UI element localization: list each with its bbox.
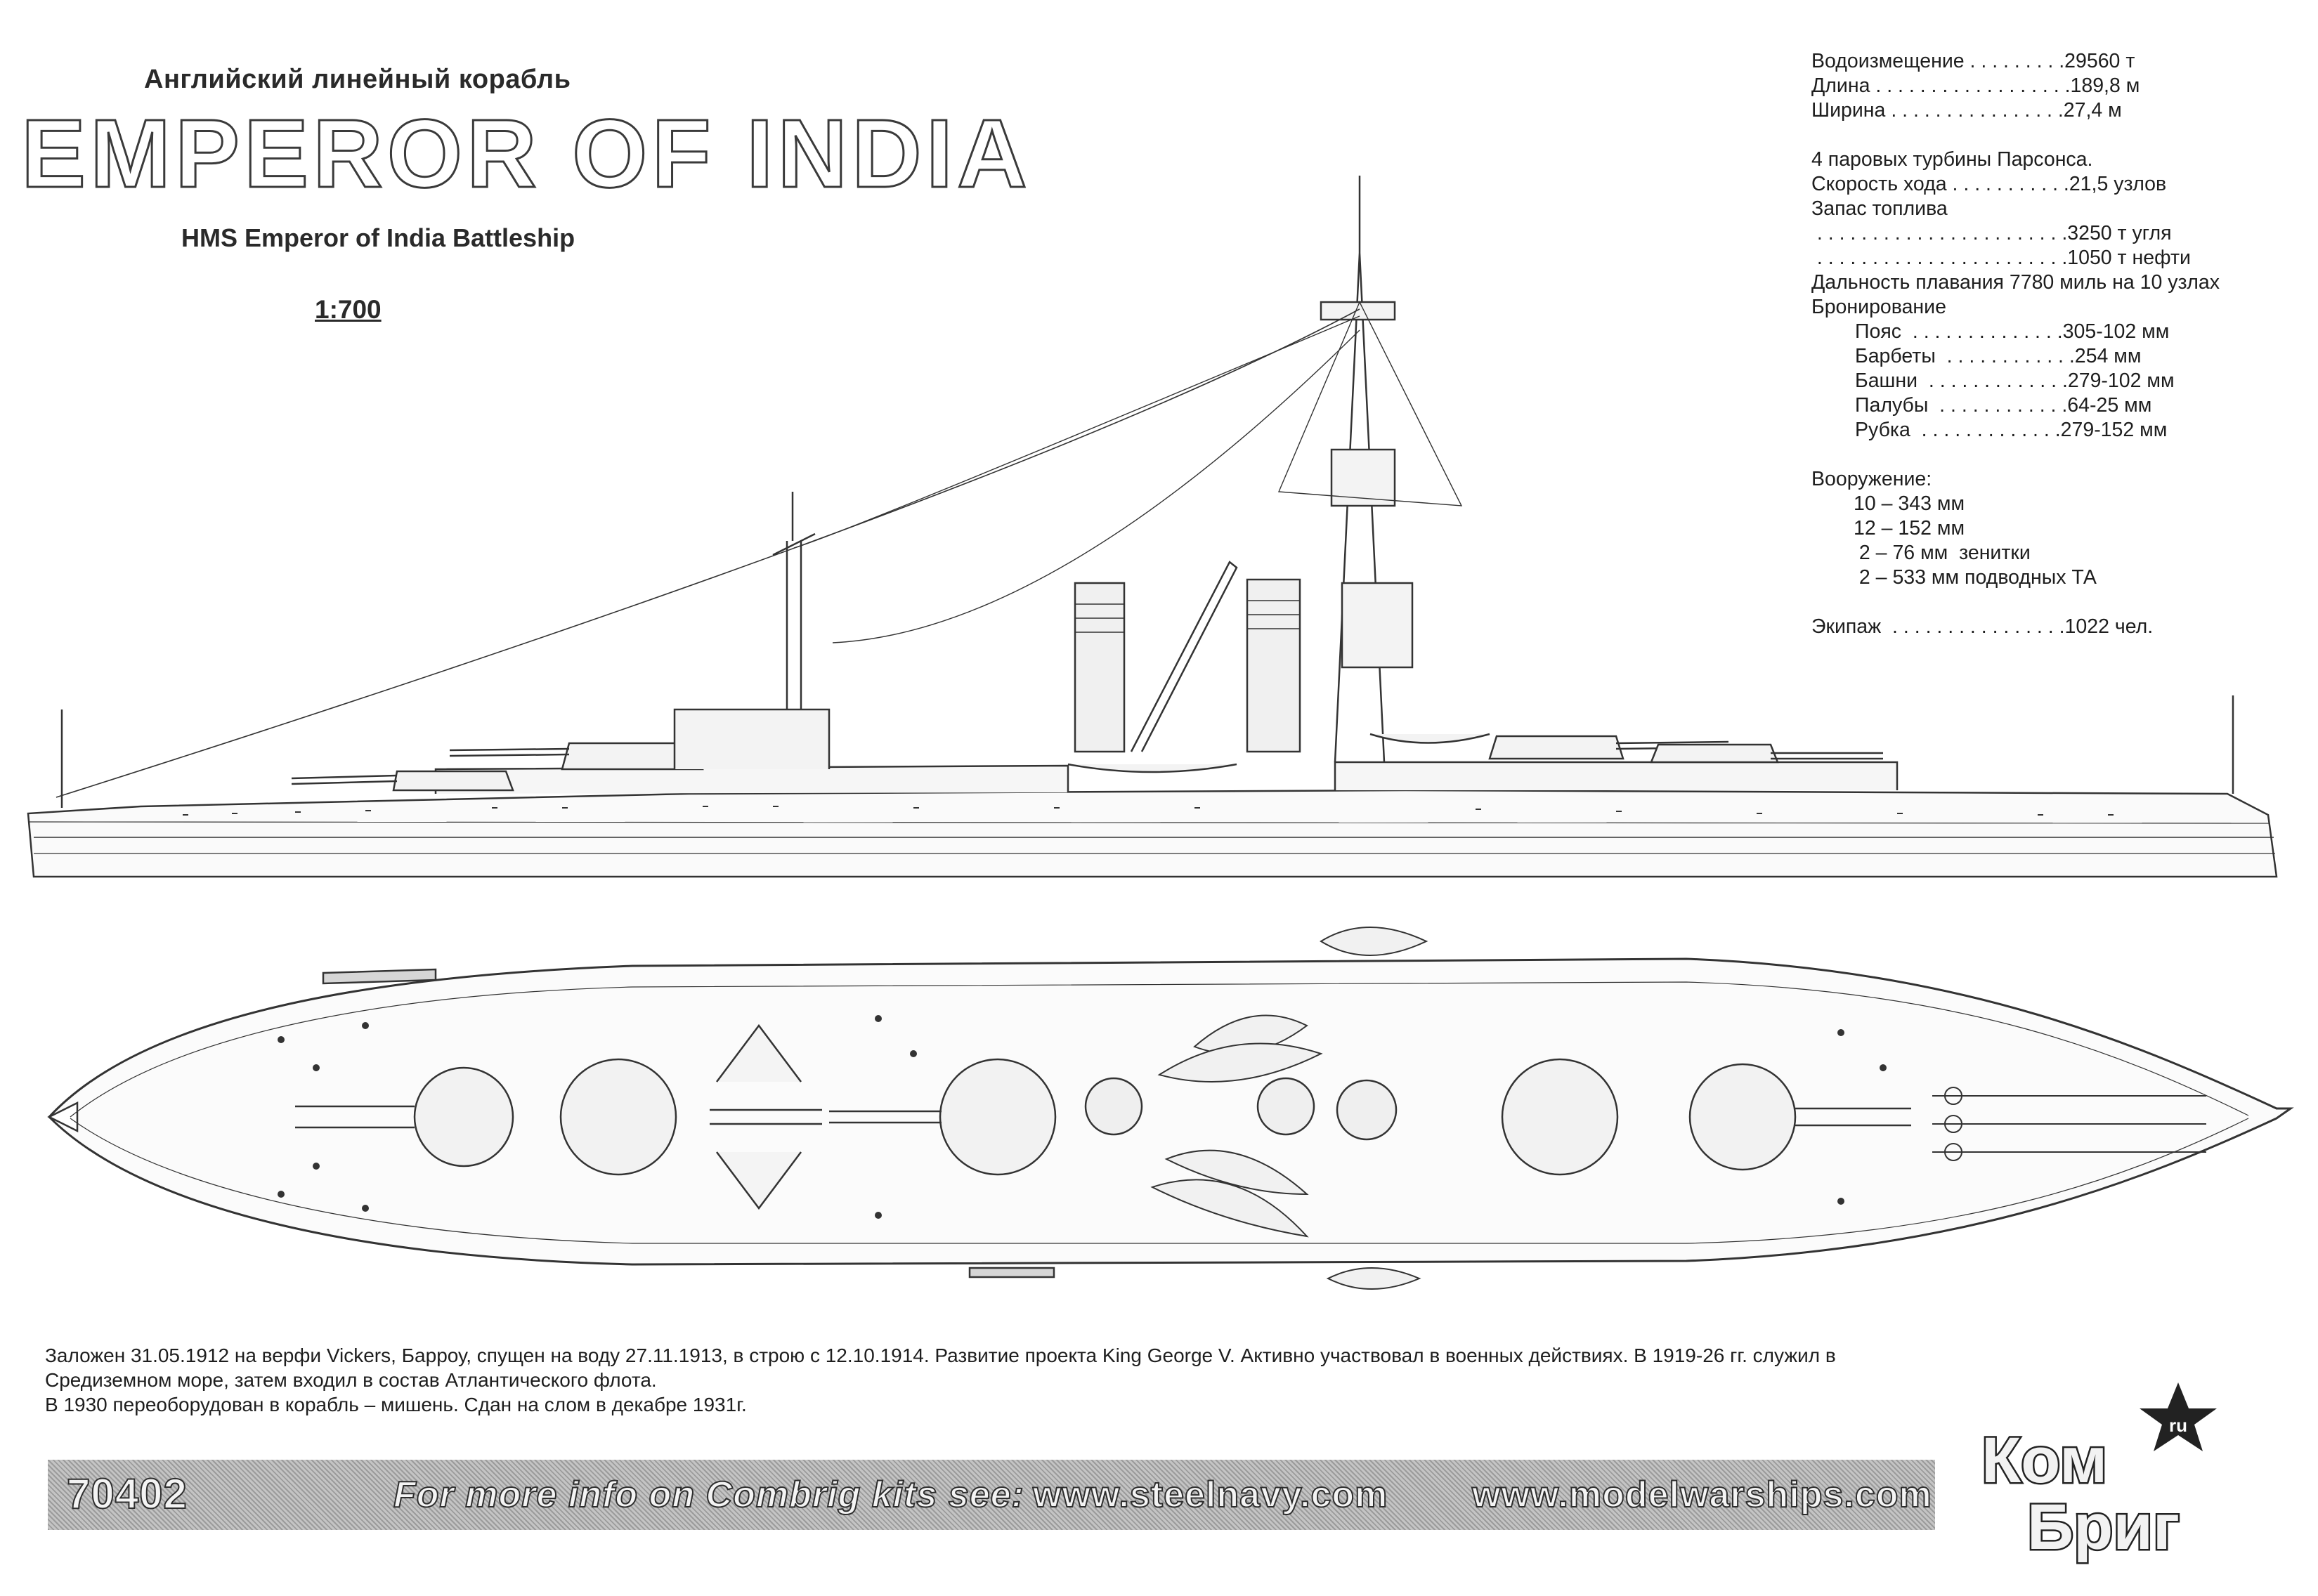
logo-line-2: Бриг [2027, 1491, 2180, 1563]
specifications-list: Водоизмещение . . . . . . . . .29560 т Д… [1811, 49, 2303, 639]
spec-fuel-coal: . . . . . . . . . . . . . . . . . . . . … [1811, 222, 2172, 244]
ship-name-title: EMPEROR OF INDIA [20, 100, 1031, 208]
ship-drawings [27, 176, 2294, 1290]
spec-engines: 4 паровых турбины Парсонса. [1811, 148, 2093, 171]
spec-range: Дальность плавания 7780 миль на 10 узлах [1811, 271, 2220, 294]
history-line-1: Заложен 31.05.1912 на верфи Vickers, Бар… [45, 1345, 1836, 1366]
title-english: HMS Emperor of India Battleship [181, 223, 575, 252]
spec-fuel-heading: Запас топлива [1811, 197, 1948, 220]
title-russian: Английский линейный корабль [144, 65, 571, 94]
spec-armor-heading: Бронирование [1811, 296, 1946, 318]
kombrig-logo: ru Ком Бриг [1980, 1382, 2217, 1565]
spec-armor-conning: Рубка . . . . . . . . . . . . .279-152 м… [1855, 419, 2168, 441]
steelnavy-link[interactable]: www.steelnavy.com [1032, 1474, 1388, 1516]
logo-line-1: Ком [1981, 1425, 2107, 1496]
history-line-2: Средиземном море, затем входил в состав … [45, 1369, 657, 1391]
scale-label: 1:700 [315, 295, 382, 324]
spec-armor-decks: Палубы . . . . . . . . . . . .64-25 мм [1855, 394, 2152, 417]
spec-crew: Экипаж . . . . . . . . . . . . . . . .10… [1811, 615, 2154, 638]
modelwarships-link[interactable]: www.modelwarships.com [1471, 1474, 1932, 1516]
history-line-3: В 1930 переоборудован в корабль – мишень… [45, 1394, 747, 1415]
side-profile-drawing [27, 176, 2278, 878]
spec-armor-belt: Пояс . . . . . . . . . . . . . .305-102 … [1855, 320, 2170, 343]
top-view-drawing [47, 927, 2294, 1290]
footer-banner [48, 1460, 1935, 1530]
spec-fuel-oil: . . . . . . . . . . . . . . . . . . . . … [1811, 247, 2191, 269]
star-icon [2140, 1382, 2217, 1451]
ship-history-text: Заложен 31.05.1912 на верфи Vickers, Бар… [45, 1343, 2293, 1417]
logo-star-text: ru [2169, 1415, 2187, 1436]
spec-length: Длина . . . . . . . . . . . . . . . . . … [1811, 74, 2140, 97]
spec-armament-aa: 2 – 76 мм зенитки [1854, 542, 2031, 564]
spec-armament-torpedo: 2 – 533 мм подводных ТА [1854, 566, 2097, 589]
spec-displacement: Водоизмещение . . . . . . . . .29560 т [1811, 50, 2135, 72]
spec-armor-barbettes: Барбеты . . . . . . . . . . . .254 мм [1855, 345, 2142, 367]
spec-beam: Ширина . . . . . . . . . . . . . . . .27… [1811, 99, 2122, 122]
spec-armament-secondary: 12 – 152 мм [1854, 517, 1965, 539]
spec-armament-heading: Вооружение: [1811, 468, 1932, 490]
kit-code: 70402 [66, 1470, 188, 1518]
spec-armor-turrets: Башни . . . . . . . . . . . . .279-102 м… [1855, 369, 2175, 392]
spec-armament-main: 10 – 343 мм [1854, 492, 1965, 515]
more-info-label: For more info on Combrig kits see: [393, 1474, 1024, 1516]
spec-speed: Скорость хода . . . . . . . . . . .21,5 … [1811, 173, 2167, 195]
